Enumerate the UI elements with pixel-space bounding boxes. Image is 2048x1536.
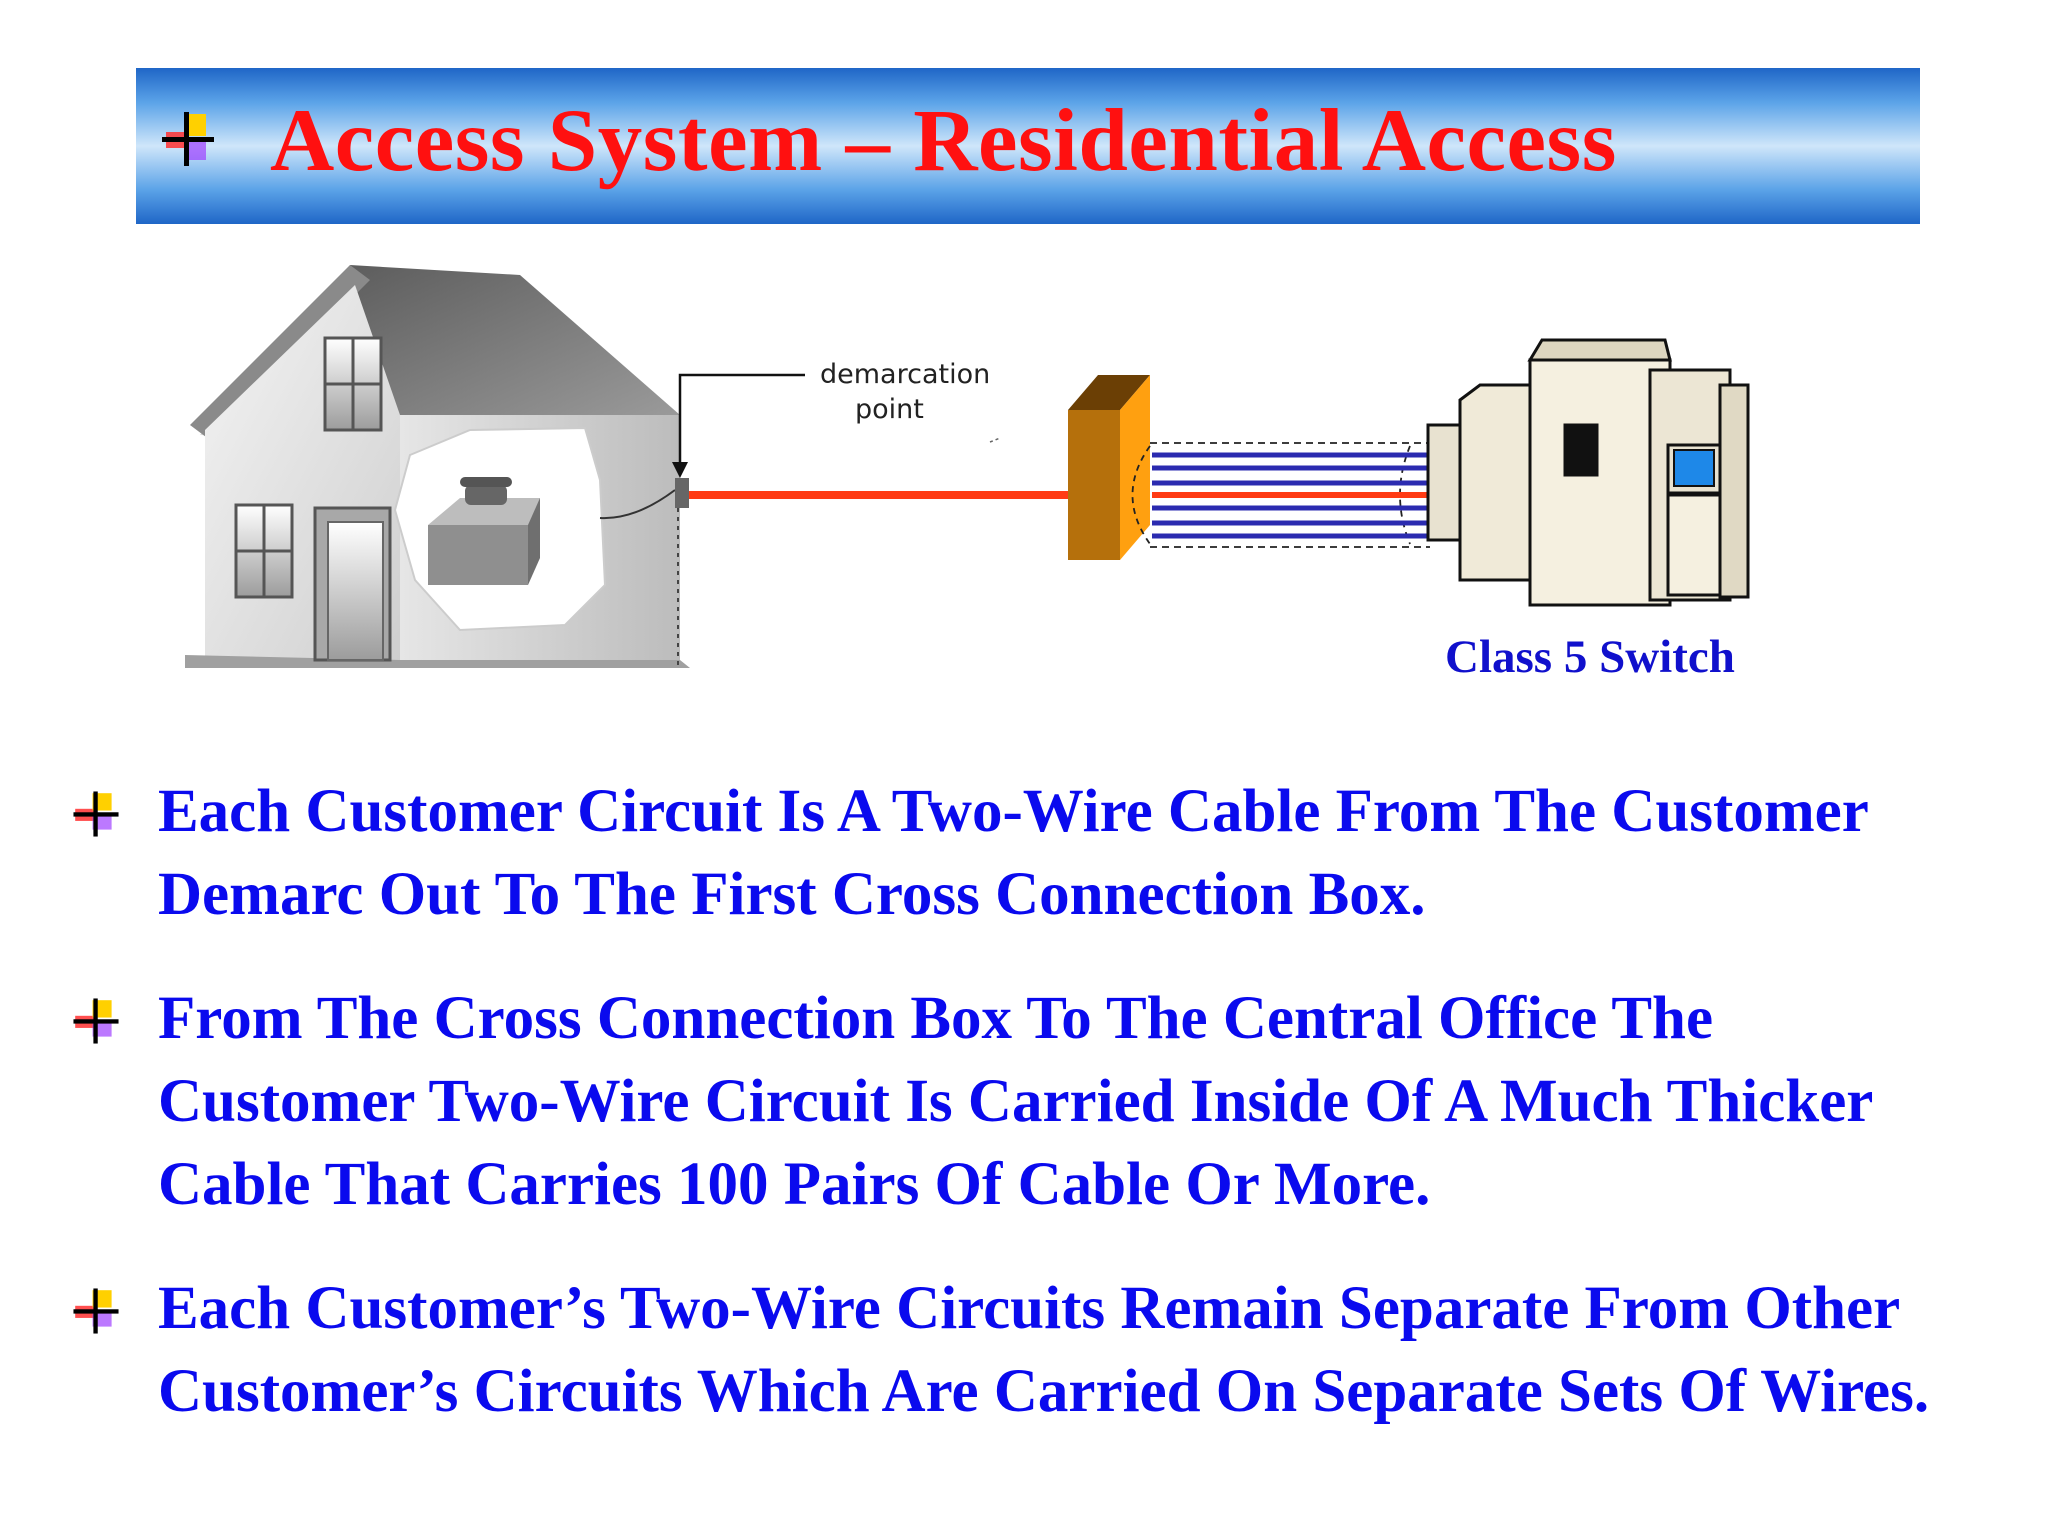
class-5-switch-icon [1426,338,1750,607]
cross-bullet-icon [73,998,119,1044]
bullet-text: Each Customer’s Two-Wire Circuits Remain… [158,1275,1930,1425]
bullet-text: Each Customer Circuit Is A Two-Wire Cabl… [158,778,1868,928]
cross-connection-box [1068,375,1150,560]
telephone-icon [428,477,540,585]
demarcation-label: demarcation [820,359,990,390]
cross-bullet-icon [73,1288,119,1334]
feeder-cable [1131,442,1430,548]
bullet-list: Each Customer Circuit Is A Two-Wire Cabl… [70,770,1970,1474]
demarcation-label-line2: point [855,394,924,425]
cross-bullet-icon [162,112,214,166]
bullet-item: From The Cross Connection Box To The Cen… [70,977,1970,1226]
front-door [313,506,392,662]
residential-access-diagram: demarcation point [185,265,1750,668]
house-icon [185,265,690,668]
demarcation-point: demarcation point [672,359,1001,665]
title-bar: Access System – Residential Access [136,68,1920,224]
bullet-text: From The Cross Connection Box To The Cen… [158,985,1873,1218]
slide-title: Access System – Residential Access [270,92,1617,190]
upper-window [323,336,383,432]
cross-bullet-icon [73,791,119,837]
bullet-item: Each Customer Circuit Is A Two-Wire Cabl… [70,770,1970,936]
bullet-item: Each Customer’s Two-Wire Circuits Remain… [70,1267,1970,1433]
lower-window [234,503,294,599]
switch-label: Class 5 Switch [1445,631,1735,683]
